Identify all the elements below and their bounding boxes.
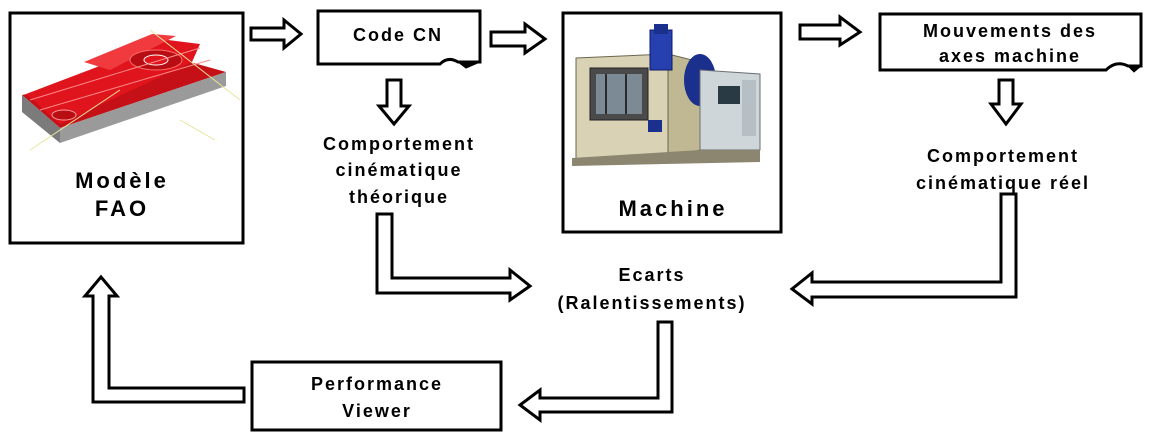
code-cn-label: Code CN bbox=[353, 25, 443, 45]
arrow-reel-to-ecarts bbox=[789, 192, 1018, 307]
arrow-mouvements-to-comp-reel bbox=[988, 78, 1024, 127]
cad-part-icon bbox=[22, 29, 241, 151]
mouvements-box: Mouvements des axes machine bbox=[878, 12, 1143, 73]
performance-line1: Performance bbox=[311, 374, 443, 394]
comp-reel-line1: Comportement bbox=[927, 146, 1079, 166]
arrow-ecarts-to-performance bbox=[517, 320, 674, 423]
code-cn-box: Code CN bbox=[316, 9, 482, 69]
machine-label: Machine bbox=[618, 196, 727, 221]
ecarts-line2: (Ralentissements) bbox=[557, 293, 746, 313]
arrow-code-to-machine bbox=[489, 21, 548, 56]
comp-theorique-line3: théorique bbox=[349, 187, 449, 207]
arrow-performance-to-modele bbox=[81, 274, 246, 404]
ecarts-line1: Ecarts bbox=[618, 265, 685, 285]
comp-theorique-line2: cinématique bbox=[335, 160, 462, 180]
modele-fao-box: Modèle FAO bbox=[8, 11, 245, 245]
performance-viewer-box: Performance Viewer bbox=[250, 360, 503, 432]
arrow-machine-to-mouvements bbox=[798, 14, 863, 48]
modele-label-line1: Modèle bbox=[75, 168, 169, 193]
modele-label-line2: FAO bbox=[95, 196, 149, 221]
mouvements-line1: Mouvements des bbox=[923, 21, 1097, 41]
arrow-modele-to-code bbox=[249, 16, 304, 52]
machine-box: Machine bbox=[561, 11, 783, 234]
machine-tool-icon bbox=[568, 20, 776, 168]
comp-theorique-line1: Comportement bbox=[323, 134, 475, 154]
mouvements-line2: axes machine bbox=[939, 46, 1081, 66]
comp-reel-line2: cinématique réel bbox=[916, 173, 1090, 193]
arrow-theorique-to-ecarts bbox=[375, 212, 533, 303]
performance-line2: Viewer bbox=[342, 401, 412, 421]
arrow-code-to-comp-theorique bbox=[375, 78, 413, 127]
